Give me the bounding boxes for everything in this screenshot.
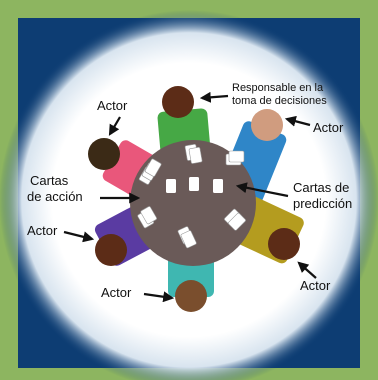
label-decision-maker-line2: toma de decisiones (232, 95, 327, 107)
action-card-stack (177, 226, 197, 249)
action-card-stack (138, 158, 162, 185)
prediction-card (166, 179, 176, 193)
head-actor-top-left (88, 138, 120, 170)
head-actor-left (95, 234, 127, 266)
head-actor-bottom-right (268, 228, 300, 260)
head-actor-top-right (251, 109, 283, 141)
arrow-prediction-cards (235, 182, 289, 198)
label-actor-bottom-right: Actor (300, 278, 331, 293)
action-card-stack (184, 144, 203, 164)
action-card-stack (137, 206, 157, 229)
label-action-cards-line1: Cartas (30, 173, 69, 188)
head-decision-maker (162, 86, 194, 118)
label-prediction-cards-line2: predicción (293, 196, 352, 211)
action-card-stack (224, 208, 246, 231)
label-actor-bottom: Actor (101, 285, 132, 300)
arrow-decision-maker (199, 91, 229, 103)
label-actor-top-left: Actor (97, 98, 128, 113)
arrows (63, 91, 317, 303)
label-actor-left: Actor (27, 223, 58, 238)
prediction-card (213, 179, 223, 193)
head-actor-bottom (175, 280, 207, 312)
cards (137, 144, 246, 249)
arrow-actor-bottom (143, 291, 175, 303)
action-card-stack (225, 150, 245, 166)
table (130, 140, 256, 266)
arrow-actor-bottom-right (297, 261, 317, 279)
label-prediction-cards-line1: Cartas de (293, 180, 349, 195)
label-action-cards-line2: de acción (27, 189, 83, 204)
arrow-actor-top-left (108, 116, 121, 136)
arrow-actor-top-right (284, 115, 311, 127)
label-actor-top-right: Actor (313, 120, 344, 135)
arrow-actor-left (63, 230, 95, 243)
label-decision-maker-line1: Responsable en la (232, 82, 324, 94)
prediction-card (189, 177, 199, 191)
